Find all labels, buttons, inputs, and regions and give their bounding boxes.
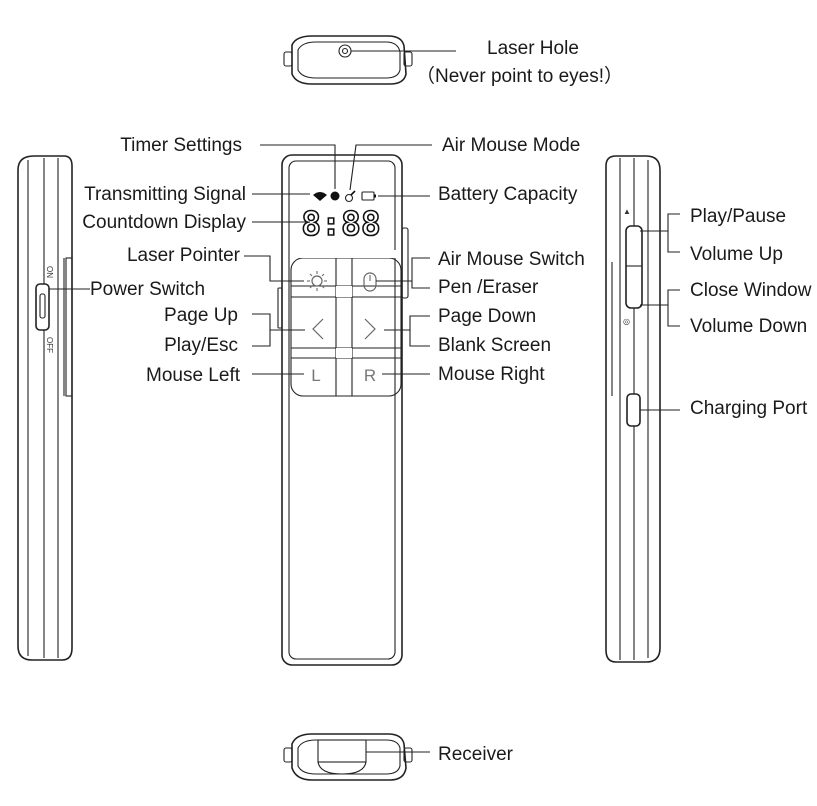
label-mouse-right: Mouse Right bbox=[438, 364, 545, 385]
label-charging-port: Charging Port bbox=[690, 398, 808, 419]
label-page-up: Page Up bbox=[164, 305, 238, 326]
label-power-switch: Power Switch bbox=[90, 279, 205, 300]
mouse-left-button[interactable]: L bbox=[311, 366, 320, 385]
right-side-view: ▲ ◎ bbox=[605, 155, 680, 663]
countdown-display: 8:88 bbox=[301, 204, 380, 243]
signal-icon bbox=[313, 192, 327, 201]
label-laser-pointer: Laser Pointer bbox=[127, 245, 241, 266]
label-countdown-display: Countdown Display bbox=[82, 212, 246, 233]
volume-down-mark-icon: ◎ bbox=[623, 317, 630, 326]
label-battery-capacity: Battery Capacity bbox=[438, 184, 578, 205]
top-end-view bbox=[283, 35, 456, 85]
label-volume-up: Volume Up bbox=[690, 244, 783, 265]
label-mouse-left: Mouse Left bbox=[146, 365, 241, 386]
label-pen-eraser: Pen /Eraser bbox=[438, 277, 539, 298]
label-timer-settings: Timer Settings bbox=[120, 135, 242, 156]
label-play-esc: Play/Esc bbox=[164, 335, 238, 356]
timer-dot-icon bbox=[330, 191, 340, 201]
page-up-button[interactable] bbox=[312, 318, 324, 340]
volume-up-mark-icon: ▲ bbox=[623, 207, 631, 216]
label-receiver: Receiver bbox=[438, 744, 514, 765]
label-close-window: Close Window bbox=[690, 280, 812, 301]
front-view: 8:88 bbox=[244, 144, 432, 666]
battery-icon bbox=[361, 191, 376, 201]
label-page-down: Page Down bbox=[438, 306, 536, 327]
switch-on-label: ON bbox=[45, 266, 54, 278]
laser-pointer-button[interactable] bbox=[307, 271, 327, 291]
switch-off-label: OFF bbox=[45, 337, 54, 353]
left-side-view: ON OFF bbox=[17, 155, 90, 661]
label-air-mouse-switch: Air Mouse Switch bbox=[438, 249, 585, 270]
label-laser-hole: Laser Hole bbox=[487, 38, 579, 59]
bottom-end-view bbox=[283, 733, 430, 781]
air-mouse-mode-icon bbox=[344, 190, 356, 203]
receiver-slot[interactable] bbox=[317, 739, 367, 763]
mouse-right-button[interactable]: R bbox=[364, 366, 376, 385]
page-down-button[interactable] bbox=[364, 318, 376, 340]
label-play-pause: Play/Pause bbox=[690, 206, 786, 227]
label-volume-down: Volume Down bbox=[690, 316, 807, 337]
air-mouse-button[interactable] bbox=[363, 272, 377, 292]
label-laser-warning: （Never point to eyes!） bbox=[416, 65, 623, 87]
label-air-mouse-mode: Air Mouse Mode bbox=[442, 135, 580, 156]
label-blank-screen: Blank Screen bbox=[438, 335, 551, 356]
label-transmitting-signal: Transmitting Signal bbox=[84, 184, 246, 205]
